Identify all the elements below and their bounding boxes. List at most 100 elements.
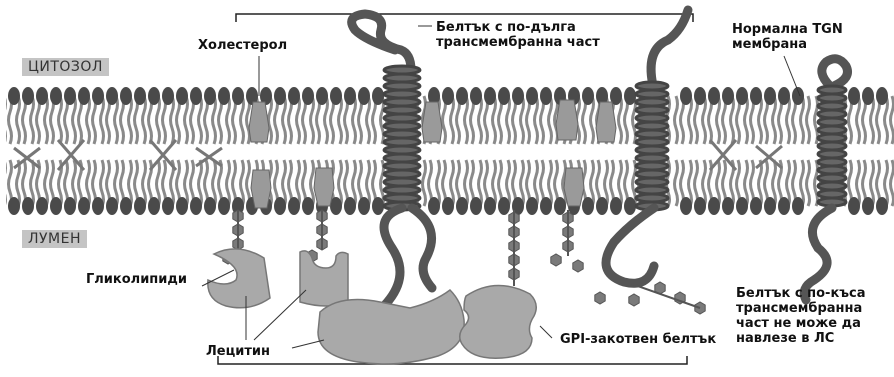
lipid-head — [624, 87, 636, 105]
lipid-head — [190, 197, 202, 215]
lipid-head — [526, 87, 538, 105]
lipid-head — [862, 197, 874, 215]
lipid-head — [162, 87, 174, 105]
lipid-head — [190, 87, 202, 105]
lipid-head — [680, 197, 692, 215]
lipid-head — [148, 87, 160, 105]
lipid-head — [428, 197, 440, 215]
lipid-head — [540, 87, 552, 105]
lipid-head — [134, 197, 146, 215]
lumen-label: ЛУМЕН — [22, 230, 87, 248]
short-tm-protein-label: Белтък с по-къса трансмембранна част не … — [736, 286, 866, 346]
lipid-head — [78, 197, 90, 215]
lipid-head — [204, 197, 216, 215]
lipid-head — [274, 197, 286, 215]
lipid-head — [232, 87, 244, 105]
lipid-head — [484, 87, 496, 105]
lipid-head — [722, 87, 734, 105]
sugar-residue — [573, 260, 583, 272]
lipid-head — [302, 197, 314, 215]
lipid-head — [36, 87, 48, 105]
lipid-head — [176, 87, 188, 105]
lipid-head — [848, 197, 860, 215]
lipid-heads-bottom — [8, 197, 888, 215]
long-tm-protein-label: Белтък с по-дълга трансмембранна част — [436, 20, 600, 50]
lipid-head — [316, 87, 328, 105]
lipid-head — [8, 87, 20, 105]
lipid-head — [330, 87, 342, 105]
lipid-head — [540, 197, 552, 215]
lipid-head — [358, 87, 370, 105]
lipid-head — [736, 87, 748, 105]
lipid-head — [778, 197, 790, 215]
lipid-head — [64, 197, 76, 215]
lipid-head — [442, 197, 454, 215]
lipid-head — [708, 87, 720, 105]
lipid-head — [876, 197, 888, 215]
lipid-head — [50, 87, 62, 105]
lipid-head — [498, 87, 510, 105]
lipid-head — [288, 87, 300, 105]
lipid-head — [764, 87, 776, 105]
lipid-head — [134, 87, 146, 105]
lipid-head — [680, 87, 692, 105]
lipid-head — [470, 197, 482, 215]
lipid-head — [106, 87, 118, 105]
lipid-head — [50, 197, 62, 215]
lipid-head — [596, 197, 608, 215]
lipid-head — [92, 87, 104, 105]
lipid-head — [554, 197, 566, 215]
lipid-head — [344, 197, 356, 215]
lipid-head — [708, 197, 720, 215]
lipid-head — [764, 197, 776, 215]
lipid-head — [302, 87, 314, 105]
lipid-head — [694, 197, 706, 215]
lecithin-label: Лецитин — [206, 344, 270, 359]
lipid-head — [470, 87, 482, 105]
lipid-head — [512, 87, 524, 105]
lipid-head — [456, 87, 468, 105]
lipid-head — [204, 87, 216, 105]
lipid-head — [36, 197, 48, 215]
lipid-head — [456, 197, 468, 215]
lipid-head — [750, 87, 762, 105]
lipid-head — [582, 197, 594, 215]
glycolipids-label: Гликолипиди — [86, 272, 187, 287]
lipid-head — [372, 87, 384, 105]
lipid-head — [176, 197, 188, 215]
lipid-head — [624, 197, 636, 215]
lipid-head — [120, 197, 132, 215]
bottom-bracket — [218, 356, 687, 364]
normal-tgn-membrane-label: Нормална TGN мембрана — [732, 22, 843, 52]
lipid-head — [274, 87, 286, 105]
lipid-head — [848, 87, 860, 105]
lipid-heads-top — [8, 87, 888, 105]
cytosol-label: ЦИТОЗОЛ — [22, 58, 109, 76]
lipid-head — [442, 87, 454, 105]
lipid-head — [358, 197, 370, 215]
lipid-head — [876, 87, 888, 105]
sugar-residue — [629, 294, 639, 306]
lipid-head — [862, 87, 874, 105]
lipid-head — [78, 87, 90, 105]
lipid-head — [610, 197, 622, 215]
lipid-head — [64, 87, 76, 105]
lipid-head — [92, 197, 104, 215]
lipid-head — [778, 87, 790, 105]
lipid-head — [736, 197, 748, 215]
lipid-head — [694, 87, 706, 105]
lipid-head — [498, 197, 510, 215]
sugar-residue — [551, 254, 561, 266]
lipid-head — [792, 197, 804, 215]
lipid-head — [484, 197, 496, 215]
lipid-head — [582, 87, 594, 105]
lipid-head — [106, 197, 118, 215]
lipid-head — [372, 197, 384, 215]
lipid-head — [22, 197, 34, 215]
lipid-head — [750, 197, 762, 215]
lipid-head — [526, 197, 538, 215]
lipid-head — [148, 197, 160, 215]
gpi-protein-label: GPI-закотвен белтък — [560, 332, 716, 347]
sugar-residue — [595, 292, 605, 304]
lipid-head — [162, 197, 174, 215]
